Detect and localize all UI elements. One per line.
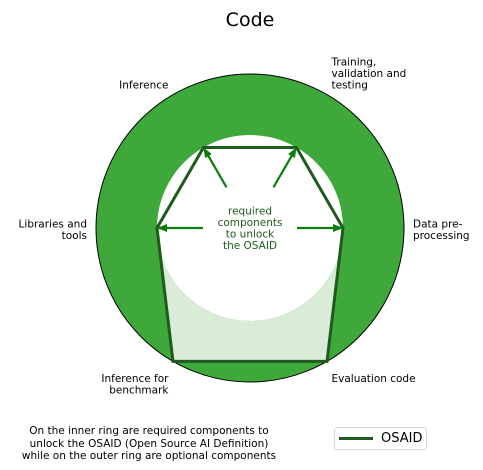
category-label-0-line-1: processing [413,230,470,242]
legend: OSAID [334,427,427,450]
chart-title: Code [226,9,275,31]
arrow-1 [272,147,297,188]
category-label-5: Evaluation code [332,373,416,385]
caption-line-0: On the inner ring are required component… [29,425,269,437]
category-label-1-line-1: validation and [332,68,407,80]
series-layer [155,146,345,363]
category-label-1-line-0: Training, [331,56,377,68]
category-label-2-line-0: Inference [119,79,168,91]
category-label-3-line-1: tools [62,230,87,242]
category-label-1-line-2: testing [332,79,368,91]
chart-caption: On the inner ring are required component… [0,425,298,463]
caption-line-1: unlock the OSAID (Open Source AI Definit… [29,437,269,450]
category-label-3-line-0: Libraries and [19,219,87,231]
category-label-5-line-0: Evaluation code [332,373,416,385]
category-label-4-line-0: Inference for [101,373,169,385]
arrow-layer [157,147,343,232]
center-text-line-1: components [218,217,283,229]
legend-label-osaid: OSAID [381,431,423,446]
category-label-0-line-0: Data pre- [413,219,463,231]
arrow-2 [203,147,228,188]
category-label-0: Data pre-processing [413,219,470,243]
center-text-line-3: the OSAID [223,240,277,252]
center-text-line-2: to unlock [226,229,275,241]
category-label-4-line-1: benchmark [109,385,169,397]
series-fill-0 [157,147,343,362]
caption-line-2: while on the outer ring are optional com… [21,450,277,462]
legend-swatch-osaid [339,437,373,440]
category-labels: Data pre-processing Training,validation a… [19,56,470,396]
category-label-2: Inference [119,79,168,91]
center-text-line-0: required [228,206,272,218]
